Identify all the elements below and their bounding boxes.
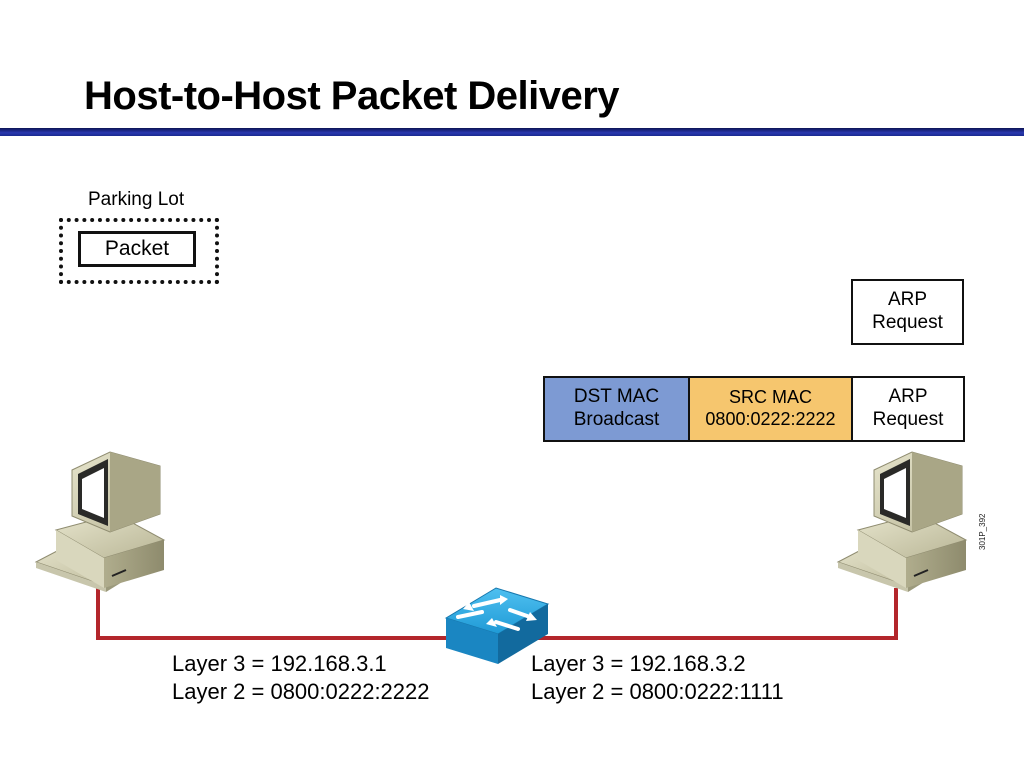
parking-lot	[59, 218, 219, 284]
left-host-layer2: Layer 2 = 0800:0222:2222	[172, 679, 430, 704]
left-host-computer-icon	[34, 451, 166, 592]
right-host-addresses: Layer 3 = 192.168.3.2 Layer 2 = 0800:022…	[531, 650, 784, 706]
parked-packet: Packet	[78, 231, 196, 267]
frame-dst-mac: DST MAC Broadcast	[545, 378, 690, 440]
right-host-layer3: Layer 3 = 192.168.3.2	[531, 651, 746, 676]
left-host-addresses: Layer 3 = 192.168.3.1 Layer 2 = 0800:022…	[172, 650, 430, 706]
frame-src-mac: SRC MAC 0800:0222:2222	[690, 378, 853, 440]
link-left	[96, 588, 460, 640]
link-right	[535, 588, 898, 640]
dst-mac-label: DST MAC	[573, 386, 660, 408]
frame-payload: ARP Request	[853, 378, 963, 440]
arp-request-line2: Request	[872, 312, 943, 333]
title-rule	[0, 128, 1024, 136]
parking-lot-label: Parking Lot	[88, 189, 185, 210]
payload-line1: ARP	[888, 386, 928, 408]
dst-mac-value: Broadcast	[573, 409, 660, 430]
src-mac-value: 0800:0222:2222	[705, 409, 836, 429]
payload-line2: Request	[872, 409, 944, 430]
right-host-computer-icon	[836, 451, 968, 592]
figure-id: 301P_392	[978, 513, 987, 550]
network-switch-icon	[444, 587, 550, 664]
right-host-layer2: Layer 2 = 0800:0222:1111	[531, 679, 784, 704]
ethernet-frame: DST MAC Broadcast SRC MAC 0800:0222:2222…	[543, 376, 965, 442]
arp-request-line1: ARP	[887, 289, 928, 311]
arp-request-box: ARP Request	[851, 279, 964, 345]
slide-title: Host-to-Host Packet Delivery	[84, 74, 620, 118]
src-mac-label: SRC MAC	[728, 387, 812, 408]
left-host-layer3: Layer 3 = 192.168.3.1	[172, 651, 387, 676]
